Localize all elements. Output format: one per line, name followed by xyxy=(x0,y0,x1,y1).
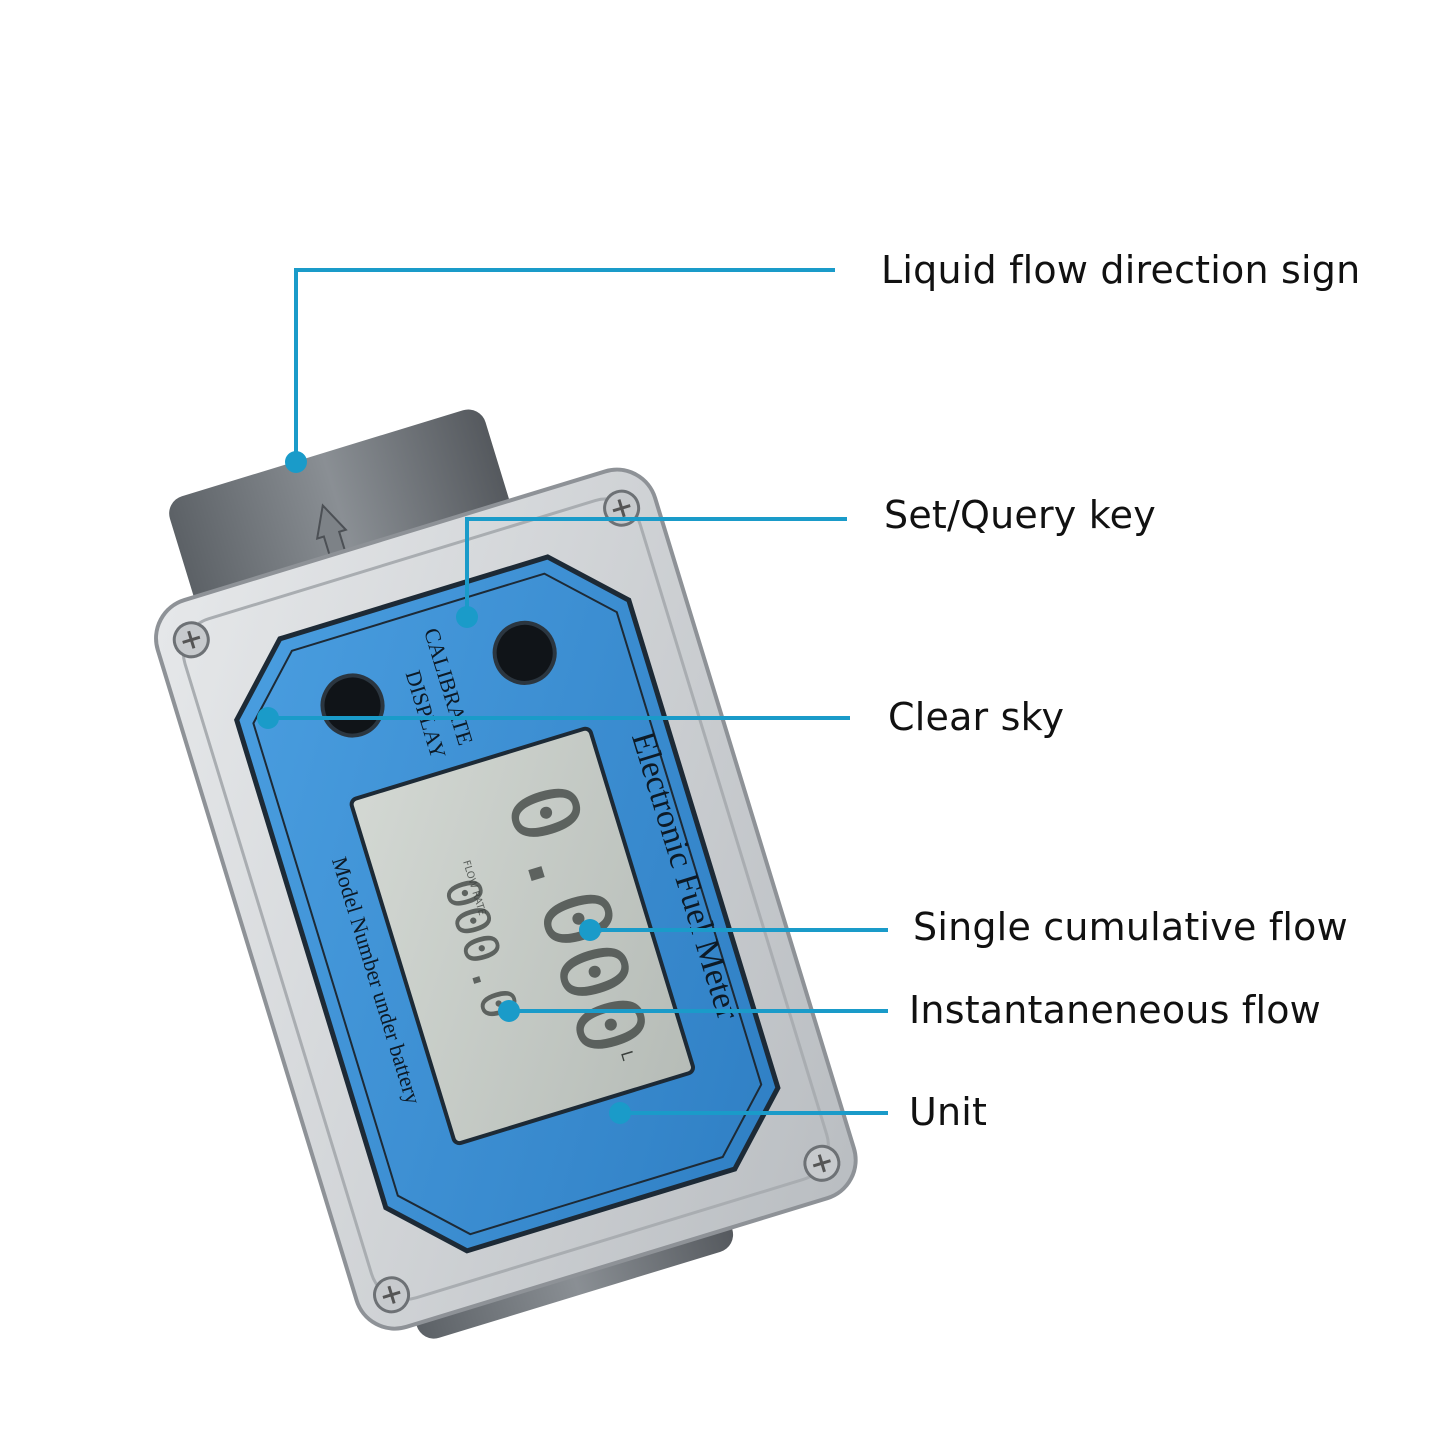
set-query-key-button[interactable] xyxy=(487,615,562,690)
callout-leaders xyxy=(268,268,888,1115)
screw-icon xyxy=(172,621,210,659)
screw-icon xyxy=(373,1276,411,1314)
callout-dots xyxy=(257,451,631,1124)
screw-icon xyxy=(603,489,641,527)
clear-button[interactable] xyxy=(315,668,390,743)
leader-flow-direction xyxy=(294,268,835,462)
callout-label-set-query-key: Set/Query key xyxy=(884,493,1156,537)
leader-set-query-key xyxy=(465,517,847,612)
callout-label-instantaneous-flow: Instantaneneous flow xyxy=(909,988,1321,1032)
callout-label-flow-direction: Liquid flow direction sign xyxy=(881,248,1361,292)
callout-label-clear-sky: Clear sky xyxy=(888,695,1065,739)
screw-icon xyxy=(803,1144,841,1182)
lcd-screen xyxy=(349,726,695,1146)
callout-label-single-cumulative-flow: Single cumulative flow xyxy=(913,905,1348,949)
callout-label-unit: Unit xyxy=(909,1090,988,1134)
